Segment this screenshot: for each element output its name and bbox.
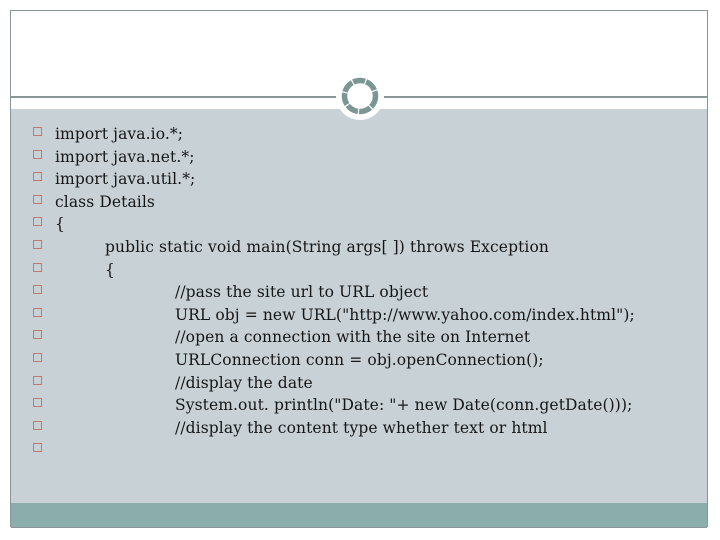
- bullet-square-icon: [33, 194, 42, 204]
- bullet-square-icon: [33, 127, 42, 136]
- code-line-text: {: [105, 260, 115, 279]
- code-line-text: System.out. println("Date: "+ new Date(c…: [175, 396, 633, 415]
- code-line-text: //open a connection with the site on Int…: [175, 328, 531, 347]
- code-line: URL obj = new URL("http://www.yahoo.com/…: [11, 304, 707, 327]
- code-line-text: import java.net.*;: [55, 147, 195, 166]
- code-line: {: [11, 259, 707, 282]
- code-line: import java.util.*;: [11, 168, 707, 191]
- code-line: //open a connection with the site on Int…: [11, 326, 707, 349]
- code-line: //display the date: [11, 372, 707, 395]
- code-line-text: //display the date: [175, 373, 313, 392]
- code-line-text: URL obj = new URL("http://www.yahoo.com/…: [175, 305, 635, 324]
- code-line: import java.net.*;: [11, 146, 707, 169]
- slide-body: import java.io.*; import java.net.*; impor…: [11, 109, 707, 503]
- bullet-square-icon: [33, 307, 42, 317]
- code-line: {: [11, 213, 707, 236]
- code-block: import java.io.*; import java.net.*; impor…: [11, 123, 707, 462]
- code-line-text: public static void main(String args[ ]) …: [105, 237, 549, 256]
- bullet-square-icon: [33, 330, 42, 340]
- bullet-square-icon: [33, 352, 42, 362]
- code-line: class Details: [11, 191, 707, 214]
- code-line: import java.io.*;: [11, 123, 707, 146]
- code-line: [11, 439, 707, 462]
- bullet-square-icon: [33, 375, 42, 385]
- code-line: //pass the site url to URL object: [11, 281, 707, 304]
- bullet-square-icon: [33, 172, 42, 182]
- footer-bar: [11, 503, 707, 528]
- code-line-text: {: [55, 215, 65, 234]
- circle-ornament-icon: [334, 70, 386, 122]
- code-line-text: URLConnection conn = obj.openConnection(…: [175, 350, 544, 369]
- bullet-square-icon: [33, 285, 42, 295]
- bullet-square-icon: [33, 149, 42, 159]
- code-line-text: import java.io.*;: [55, 125, 184, 143]
- code-line: public static void main(String args[ ]) …: [11, 236, 707, 259]
- bullet-square-icon: [33, 443, 42, 453]
- code-line-text: class Details: [55, 192, 155, 211]
- code-line-text: //display the content type whether text …: [175, 418, 548, 437]
- code-line-text: import java.util.*;: [55, 170, 196, 189]
- code-line-text: //pass the site url to URL object: [175, 283, 429, 302]
- bullet-square-icon: [33, 217, 42, 227]
- bullet-square-icon: [33, 420, 42, 430]
- code-line: //display the content type whether text …: [11, 417, 707, 440]
- bullet-square-icon: [33, 262, 42, 272]
- code-line: URLConnection conn = obj.openConnection(…: [11, 349, 707, 372]
- bullet-square-icon: [33, 239, 42, 249]
- bullet-square-icon: [33, 398, 42, 408]
- code-line: System.out. println("Date: "+ new Date(c…: [11, 394, 707, 417]
